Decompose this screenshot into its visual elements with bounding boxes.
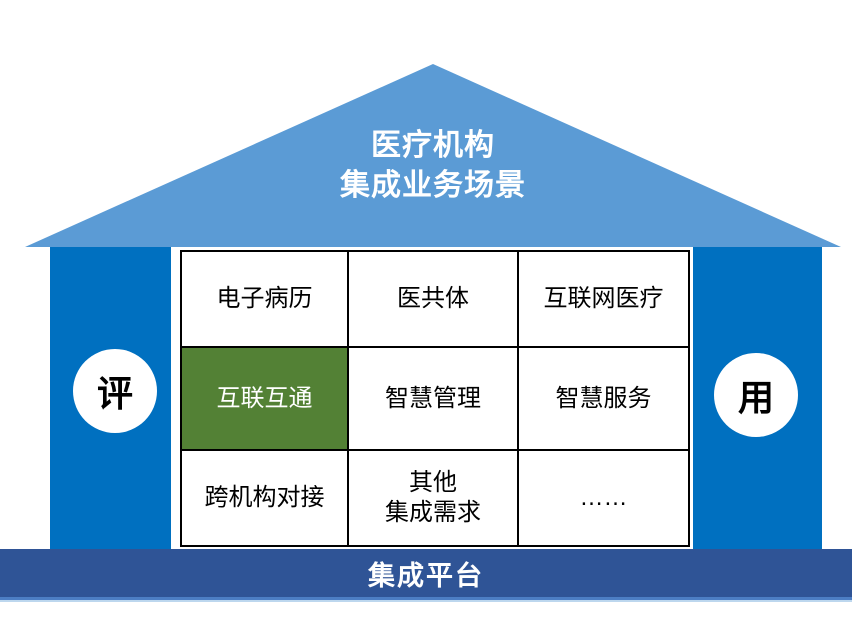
platform-bar-label: 集成平台 [368, 560, 484, 591]
grid-cell-internet-healthcare: 互联网医疗 [519, 252, 688, 346]
grid-cell-cross-institution: 跨机构对接 [182, 451, 347, 545]
grid-cell-ellipsis: …… [519, 451, 688, 545]
grid-cell-smart-service: 智慧服务 [519, 348, 688, 449]
roof-title-line2: 集成业务场景 [340, 169, 526, 202]
grid-cell-other-needs: 其他 集成需求 [349, 451, 517, 545]
eval-badge-circle: 评 [73, 349, 157, 433]
use-badge-circle: 用 [714, 353, 798, 437]
roof-title: 医疗机构 集成业务场景 [340, 126, 526, 206]
eval-badge-label: 评 [96, 373, 133, 414]
platform-bar: 集成平台 [0, 549, 852, 597]
use-badge-label: 用 [737, 377, 774, 418]
grid-cell-interconnection-highlight: 互联互通 [182, 348, 347, 449]
grid-cell-medical-community: 医共体 [349, 252, 517, 346]
grid-cell-emr: 电子病历 [182, 252, 347, 346]
scenario-grid: 电子病历 医共体 互联网医疗 互联互通 智慧管理 智慧服务 跨机构对接 其他 集… [180, 250, 690, 547]
grid-cell-smart-management: 智慧管理 [349, 348, 517, 449]
roof-title-line1: 医疗机构 [371, 129, 495, 162]
